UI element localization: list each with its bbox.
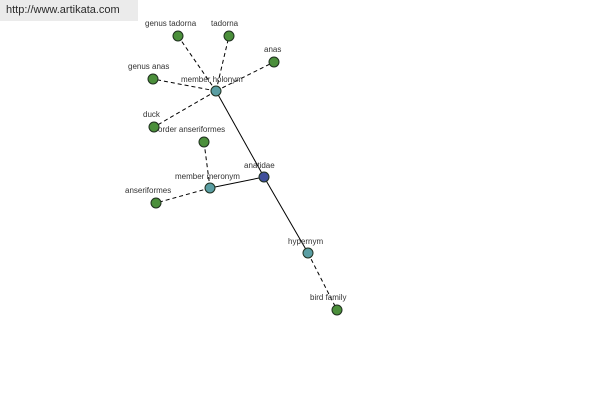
node-anatidae-dot[interactable] xyxy=(258,171,270,183)
node-genus-anas[interactable]: genus anas xyxy=(128,62,169,85)
node-anas-label[interactable]: anas xyxy=(264,45,281,54)
node-anseriformes[interactable]: anseriformes xyxy=(125,186,171,209)
node-genus-anas-label[interactable]: genus anas xyxy=(128,62,169,71)
node-genus-anas-dot[interactable] xyxy=(147,73,159,85)
edge-member-holonym-to-tadorna xyxy=(215,35,230,92)
node-member-meronym-dot[interactable] xyxy=(204,182,216,194)
node-tadorna[interactable]: tadorna xyxy=(211,19,239,42)
edge-anatidae-to-hypernym xyxy=(263,176,309,254)
watermark-url[interactable]: http://www.artikata.com xyxy=(0,0,138,21)
node-hypernym-label[interactable]: hypernym xyxy=(288,237,323,246)
node-genus-tadorna-label[interactable]: genus tadorna xyxy=(145,19,197,28)
node-genus-tadorna-dot[interactable] xyxy=(172,30,184,42)
node-duck-label[interactable]: duck xyxy=(143,110,161,119)
node-order-anseriformes-dot[interactable] xyxy=(198,136,210,148)
edge-anatidae-to-member-meronym xyxy=(209,176,265,189)
edge-hypernym-to-bird-family xyxy=(307,252,338,311)
node-hypernym[interactable]: hypernym xyxy=(288,237,323,259)
edge-member-meronym-to-order-anseriformes xyxy=(203,141,211,189)
node-bird-family-dot[interactable] xyxy=(331,304,343,316)
edge-anatidae-to-member-holonym xyxy=(215,90,265,178)
edge-member-holonym-to-duck xyxy=(153,90,217,128)
node-bird-family-label[interactable]: bird family xyxy=(310,293,346,302)
node-duck-dot[interactable] xyxy=(148,121,160,133)
node-duck[interactable]: duck xyxy=(143,110,161,133)
node-member-holonym[interactable]: member holonym xyxy=(181,75,243,97)
node-anatidae[interactable]: anatidae xyxy=(244,161,275,183)
node-anas-dot[interactable] xyxy=(268,56,280,68)
node-tadorna-dot[interactable] xyxy=(223,30,235,42)
node-anseriformes-dot[interactable] xyxy=(150,197,162,209)
node-member-meronym-label[interactable]: member meronym xyxy=(175,172,240,181)
edges-layer xyxy=(152,35,338,311)
node-anseriformes-label[interactable]: anseriformes xyxy=(125,186,171,195)
node-order-anseriformes[interactable]: order anseriformes xyxy=(158,125,225,148)
node-member-holonym-label[interactable]: member holonym xyxy=(181,75,243,84)
node-tadorna-label[interactable]: tadorna xyxy=(211,19,239,28)
node-order-anseriformes-label[interactable]: order anseriformes xyxy=(158,125,225,134)
node-anas[interactable]: anas xyxy=(264,45,281,68)
edge-member-meronym-to-anseriformes xyxy=(155,187,211,204)
node-member-holonym-dot[interactable] xyxy=(210,85,222,97)
node-anatidae-label[interactable]: anatidae xyxy=(244,161,275,170)
nodes-layer: anatidae member holonym member meronym hype… xyxy=(125,19,346,316)
node-genus-tadorna[interactable]: genus tadorna xyxy=(145,19,197,42)
edge-member-holonym-to-genus-anas xyxy=(152,78,217,92)
node-bird-family[interactable]: bird family xyxy=(310,293,346,316)
node-hypernym-dot[interactable] xyxy=(302,247,314,259)
node-member-meronym[interactable]: member meronym xyxy=(175,172,240,194)
edge-member-holonym-to-anas xyxy=(215,61,275,92)
